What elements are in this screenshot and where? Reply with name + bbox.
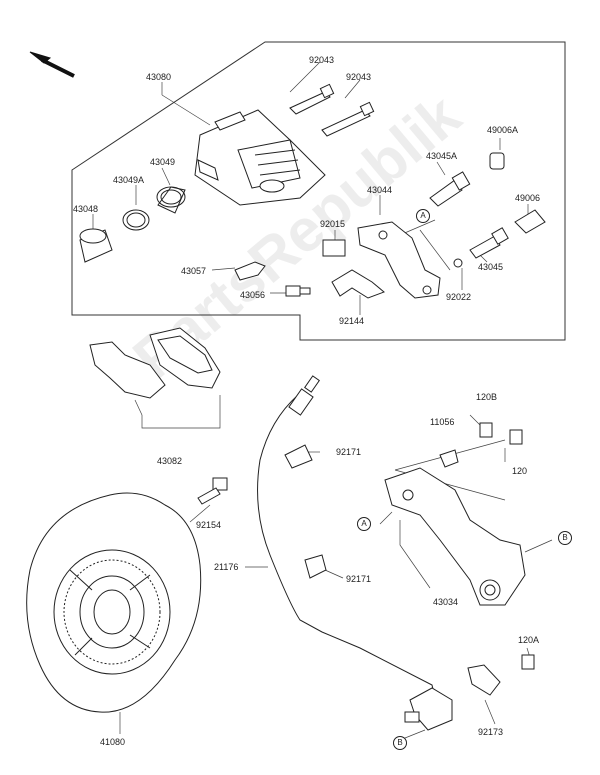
brake-disc: [26, 492, 202, 713]
label-21176: 21176: [214, 562, 239, 572]
label-120A: 120A: [518, 635, 540, 645]
callout-b-bottom: B: [393, 736, 407, 750]
cap-b: [514, 209, 546, 234]
label-43082: 43082: [157, 456, 183, 466]
label-43045: 43045: [478, 262, 504, 272]
callout-b-right: B: [558, 531, 572, 545]
cable-clamp-b: [304, 554, 327, 579]
disc-bolt: [197, 477, 228, 505]
label-92043-a: 92043: [309, 55, 335, 65]
label-49006: 49006: [515, 193, 541, 203]
label-43056: 43056: [240, 290, 266, 300]
label-43034: 43034: [433, 597, 459, 607]
caliper-pins: [289, 83, 375, 137]
label-43049: 43049: [150, 157, 176, 167]
rear-caliper-bracket: [384, 467, 526, 606]
bleeder-valve: [285, 285, 311, 297]
label-43057: 43057: [181, 266, 207, 276]
piston-and-seals: [79, 186, 186, 263]
label-92154: 92154: [196, 520, 222, 530]
sleeve: [322, 239, 346, 257]
pad-spring: [331, 269, 385, 299]
label-92173: 92173: [478, 727, 504, 737]
label-49006A: 49006A: [487, 125, 519, 135]
label-120: 120: [512, 466, 528, 476]
sensor-bracket: [467, 664, 501, 696]
caliper-box-outline: [71, 41, 566, 341]
label-120B: 120B: [476, 392, 498, 402]
label-43080: 43080: [146, 72, 172, 82]
abs-sensor-cable: [257, 394, 439, 711]
label-92171-a: 92171: [336, 447, 362, 457]
cap-a: [489, 152, 505, 170]
callout-a-lower: A: [357, 517, 371, 531]
clip: [453, 258, 463, 268]
label-43044: 43044: [367, 185, 393, 195]
front-arrow-icon: [29, 51, 75, 78]
cable-clamp-a: [284, 444, 313, 469]
label-92015: 92015: [320, 219, 346, 229]
slide-pin-a: [429, 171, 471, 207]
caliper-bracket: [357, 221, 441, 299]
abs-sensor-head: [288, 375, 320, 416]
label-92043-b: 92043: [346, 72, 372, 82]
brake-pads: [89, 327, 221, 399]
label-11056: 11056: [430, 417, 455, 427]
label-92171-b: 92171: [346, 574, 372, 584]
callout-a-upper: A: [416, 209, 430, 223]
label-43048: 43048: [73, 204, 99, 214]
slide-pin-b: [469, 227, 509, 259]
caliper-body: [194, 109, 326, 206]
label-92022: 92022: [446, 292, 472, 302]
label-92144: 92144: [339, 316, 365, 326]
bracket-bolts: [439, 422, 523, 468]
bolt-120A: [521, 654, 535, 670]
label-43049A: 43049A: [113, 175, 145, 185]
abs-sensor: [404, 687, 453, 731]
label-41080: 41080: [100, 737, 126, 747]
bleeder-cap: [234, 261, 266, 281]
label-43045A: 43045A: [426, 151, 458, 161]
